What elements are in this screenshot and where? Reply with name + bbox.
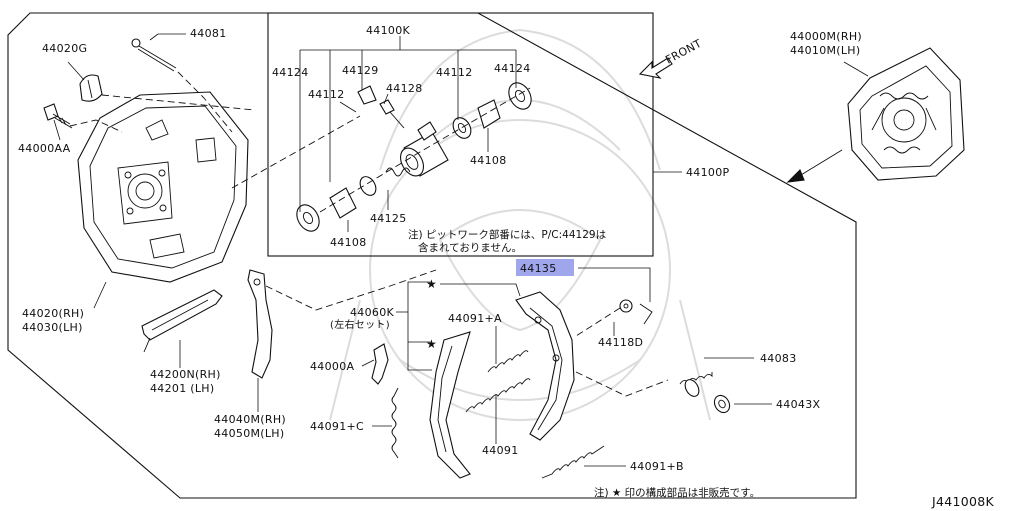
parking-lever-44040m (247, 269, 273, 379)
label-44100p: 44100P (686, 166, 729, 179)
note-wheel-cylinder-1: 注) ピットワーク部番には、P/C:44129は (408, 228, 606, 241)
washer-44043x (713, 394, 731, 414)
adjuster-lever-44200n (141, 289, 223, 353)
label-44108-right: 44108 (470, 154, 507, 167)
assembly-lines-lower (265, 269, 669, 397)
label-44112-right: 44112 (436, 66, 473, 79)
label-44091b: 44091+B (630, 460, 684, 473)
diagram-frame (7, 12, 857, 499)
leader-44100k (299, 36, 517, 232)
label-44081: 44081 (190, 27, 227, 40)
spring-44083 (679, 372, 713, 397)
assembly-arrow-icon (786, 149, 843, 183)
label-44020-rh: 44020(RH) (22, 307, 84, 320)
backing-plate (77, 91, 249, 283)
spring-44091 (465, 378, 531, 413)
label-44201-lh: 44201 (LH) (150, 382, 214, 395)
spring-44091c (391, 387, 399, 459)
label-front: FRONT (663, 37, 704, 67)
spring-44091b (541, 445, 605, 479)
watermark-logo (329, 28, 711, 421)
label-44040m-rh: 44040M(RH) (214, 413, 286, 426)
label-44091a: 44091+A (448, 312, 502, 325)
label-44050m-lh: 44050M(LH) (214, 427, 284, 440)
assembly-lines-left (69, 71, 361, 189)
label-44060k-set: (左右セット) (330, 318, 390, 331)
brake-shoe-left (429, 331, 471, 479)
label-44124-right: 44124 (494, 62, 531, 75)
wheel-cylinder-parts (296, 82, 532, 232)
label-44135: 44135 (520, 262, 557, 275)
label-44083: 44083 (760, 352, 797, 365)
wheel-cylinder-box (267, 12, 654, 257)
svg-text:★: ★ (426, 277, 437, 291)
front-arrow-icon (638, 57, 673, 79)
label-44043x: 44043X (776, 398, 820, 411)
label-44128: 44128 (386, 82, 423, 95)
star-markers: ★ ★ (426, 277, 437, 351)
label-44030-lh: 44030(LH) (22, 321, 83, 334)
spring-44091a (487, 350, 529, 373)
label-44060k: 44060K (350, 306, 394, 319)
clip-44118d (619, 299, 653, 325)
brake-shoe-right (515, 291, 575, 441)
label-44118d: 44118D (598, 336, 643, 349)
label-44010m-lh: 44010M(LH) (790, 44, 860, 57)
label-44091c: 44091+C (310, 420, 364, 433)
label-44124-left: 44124 (272, 66, 309, 79)
bolt-44000aa (43, 103, 73, 129)
label-44112-left: 44112 (308, 88, 345, 101)
highlight-44135 (516, 259, 574, 276)
label-44129: 44129 (342, 64, 379, 77)
label-44000aa: 44000AA (18, 142, 71, 155)
label-44200n-rh: 44200N(RH) (150, 368, 221, 381)
label-44000a: 44000A (310, 360, 354, 373)
label-44000m-rh: 44000M(RH) (790, 30, 862, 43)
grommet-44020g (79, 74, 103, 102)
leaders-lower (53, 33, 772, 467)
brake-assembly (843, 47, 965, 181)
label-44020g: 44020G (42, 42, 87, 55)
pin-44081 (131, 38, 177, 72)
label-44100k: 44100K (366, 24, 410, 37)
bracket-44000a (371, 343, 389, 385)
label-44108-left: 44108 (330, 236, 367, 249)
label-44091: 44091 (482, 444, 519, 457)
note-footer: 注) ★ 印の構成部品は非販売です。 (594, 486, 760, 499)
note-wheel-cylinder-2: 含まれておりません。 (418, 241, 522, 254)
label-44125: 44125 (370, 212, 407, 225)
diagram-code: J441008K (931, 494, 995, 509)
svg-text:★: ★ (426, 337, 437, 351)
